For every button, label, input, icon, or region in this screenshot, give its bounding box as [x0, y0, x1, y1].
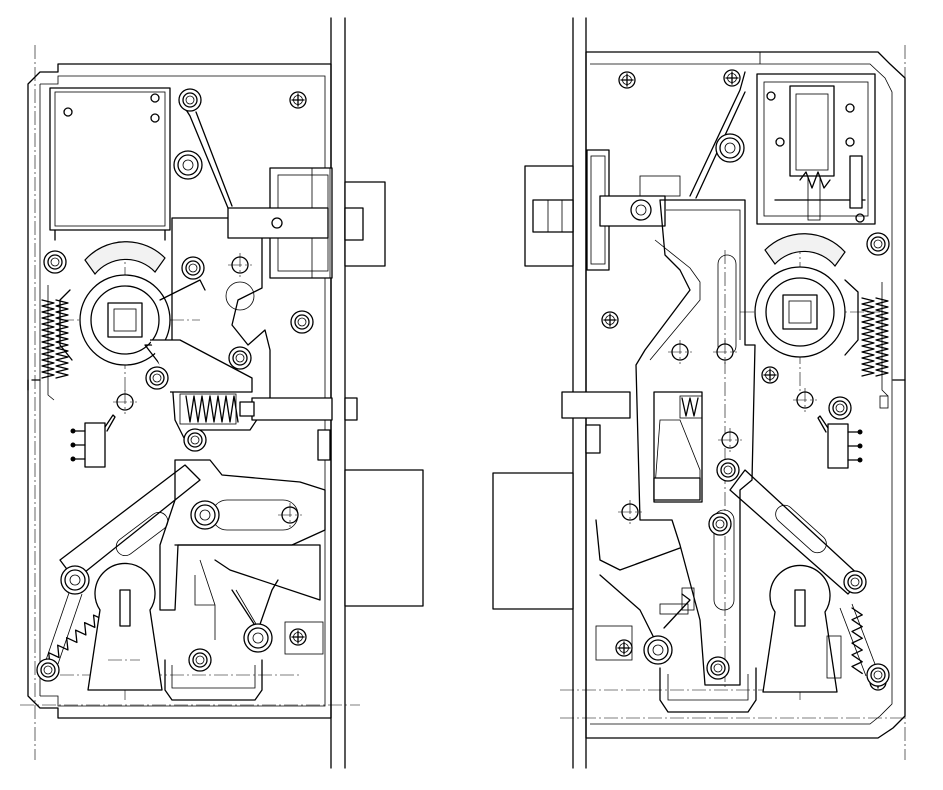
left-pin-13 [188, 648, 212, 672]
right-screw-1 [618, 71, 636, 89]
left-actuator-box [49, 87, 171, 255]
left-housing [27, 63, 332, 719]
right-hole-4 [667, 339, 693, 365]
left-hole-1 [277, 502, 303, 528]
right-deadbolt [492, 391, 631, 610]
left-faceplate [330, 17, 346, 769]
left-cylinder [87, 562, 163, 691]
left-hole-2 [112, 389, 138, 415]
left-pin-8 [183, 428, 207, 452]
right-latch-bolt [524, 71, 746, 271]
left-lower-lever [159, 459, 326, 640]
right-pin-6 [643, 635, 673, 665]
left-screw-1 [289, 91, 307, 109]
right-cylinder [762, 564, 842, 693]
left-lock-view [20, 17, 424, 769]
right-lower-spring [839, 603, 879, 677]
left-lower-spring [45, 589, 105, 666]
left-stirrup [164, 659, 263, 701]
right-stirrup [659, 667, 757, 713]
left-pin-12 [243, 623, 273, 653]
left-pin-11 [36, 658, 60, 682]
right-micro-switch [817, 415, 864, 469]
right-pin-9 [866, 663, 890, 687]
right-diagonal-link [729, 469, 863, 595]
right-pin-7 [706, 656, 730, 680]
right-pin-2 [866, 232, 890, 256]
right-pin-4 [716, 458, 740, 482]
left-torsion-spring [231, 579, 324, 655]
right-hole-1 [792, 387, 818, 413]
right-hole-3 [617, 499, 643, 525]
right-lower-arm [595, 519, 695, 661]
left-hole-3 [227, 252, 253, 278]
left-screw-2 [289, 628, 307, 646]
right-pin-5 [708, 512, 732, 536]
left-pin-1 [178, 88, 202, 112]
right-lock-view [492, 17, 906, 769]
right-pin-3 [828, 396, 852, 420]
right-screw-3 [601, 311, 619, 329]
right-motor-box [756, 73, 876, 225]
left-upper-spring [41, 285, 69, 401]
right-screw-5 [615, 639, 633, 657]
right-screw-4 [761, 366, 779, 384]
right-upper-spring [861, 282, 889, 409]
left-pin-10 [60, 565, 90, 595]
left-micro-switch [69, 414, 116, 468]
left-compression-spring [179, 393, 255, 425]
right-pin-1 [715, 133, 745, 163]
left-pin-3 [181, 256, 205, 280]
left-diagonal-link [59, 464, 201, 581]
left-deadbolt [251, 397, 424, 607]
left-pin-4 [290, 310, 314, 334]
right-hole-2 [717, 427, 743, 453]
left-pin-6 [145, 366, 169, 390]
right-hole-5 [712, 339, 738, 365]
right-screw-2 [723, 69, 741, 87]
left-pin-7 [43, 250, 67, 274]
right-follower-hub [754, 233, 859, 358]
left-pin-2 [173, 150, 203, 180]
left-latch-bolt [179, 99, 386, 279]
left-pin-5 [228, 346, 252, 370]
right-main-lever [635, 199, 756, 686]
left-pin-9 [190, 500, 220, 530]
right-pin-8 [843, 570, 867, 594]
left-follower-hub [59, 241, 206, 366]
